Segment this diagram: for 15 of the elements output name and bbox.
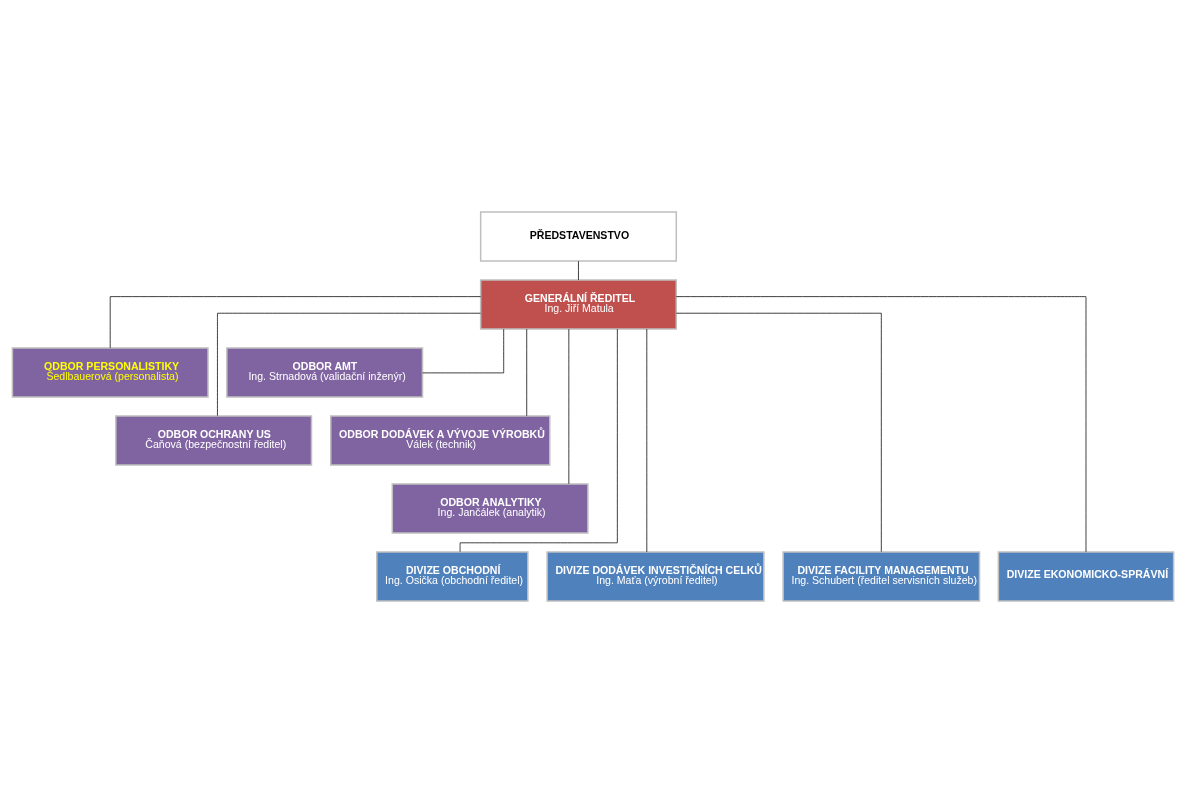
node-box: ODBOR AMT Ing. Strnadová (validační inženýr) (226, 346, 424, 398)
node-box: ODBOR PERSONALISTIKY Šedlbauerová (personalista) (11, 346, 209, 398)
node-box: PŘEDSTAVENSTVO (479, 210, 678, 262)
connector (109, 295, 481, 348)
node-box: ODBOR OCHRANY US Čaňová (bezpečnostní ředitel) (115, 414, 313, 466)
node-box: DIVIZE OBCHODNÍ Ing. Osička (obchodní ředitel) (376, 550, 529, 602)
node-box: GENERÁLNÍ ŘEDITEL Ing. Jiří Matula (479, 278, 678, 330)
connector (217, 312, 481, 416)
node-box: DIVIZE FACILITY MANAGEMENTU Ing. Schubert (ředitel servisních služeb) (782, 550, 981, 602)
connector (578, 260, 579, 280)
node-box: DIVIZE DODÁVEK INVESTIČNÍCH CELKŮ Ing. Maťa (výrobní ředitel) (546, 550, 765, 602)
node-box: ODBOR ANALYTIKY Ing. Jančálek (analytik) (391, 482, 589, 534)
node-box: ODBOR DODÁVEK A VÝVOJE VÝROBKŮ Válek (technik) (330, 414, 551, 466)
connector (675, 295, 1087, 552)
node-box: DIVIZE EKONOMICKO-SPRÁVNÍ (997, 550, 1175, 602)
